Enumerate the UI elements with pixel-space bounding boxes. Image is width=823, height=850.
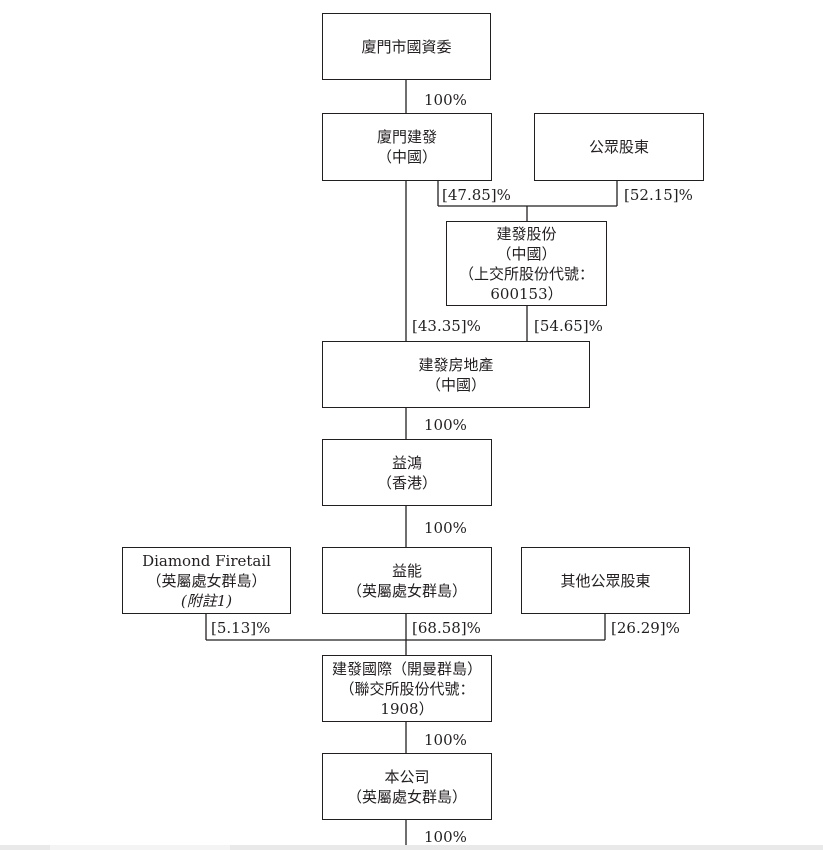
node-sublabel: （香港） [376,473,437,492]
node-sublabel: （中國） [425,375,486,394]
node-sublabel: （中國） [376,148,437,166]
node-label: 廈門建發 [376,128,437,146]
node-public-shareholders: 公眾股東 [534,113,704,181]
node-stock-code-label: （上交所股份代號： [458,264,594,283]
pct-shares-to-real-estate: [54.65]% [534,317,603,335]
node-label: 其他公眾股東 [560,571,651,590]
horizontal-scrollbar[interactable] [0,845,823,850]
pct-other-to-intl: [26.29]% [611,619,680,637]
pct-public-to-shares: [52.15]% [624,186,693,204]
node-sublabel: （英屬處女群島） [146,571,267,590]
node-stock-code: 600153） [490,284,563,303]
node-cd-real-estate: 建發房地產 （中國） [322,341,590,408]
node-sublabel: （英屬處女群島） [346,581,467,600]
node-company: 本公司 （英屬處女群島） [322,753,492,820]
node-xiamen-sasac: 廈門市國資委 [322,13,491,80]
pct-cd-to-shares: [47.85]% [442,186,511,204]
node-label: 公眾股東 [588,138,649,156]
node-label: 益能 [391,561,422,580]
node-cd-shares: 建發股份 （中國） （上交所股份代號： 600153） [446,221,607,306]
pct-cd-to-real-estate: [43.35]% [412,317,481,335]
pct-diamond-to-intl: [5.13]% [211,619,271,637]
node-yineng: 益能 （英屬處女群島） [322,547,492,614]
node-xiamen-cd: 廈門建發 （中國） [322,113,492,181]
node-label: 廈門市國資委 [361,37,452,56]
pct-sasac-to-cd: 100% [424,91,467,109]
node-label: Diamond Firetail [142,551,271,570]
node-stock-code: 1908） [380,699,434,718]
node-stock-code-label: （聯交所股份代號： [339,679,475,698]
node-sublabel: （中國） [496,244,557,263]
scrollbar-thumb[interactable] [50,845,230,850]
pct-company-below: 100% [424,828,467,846]
node-diamond-firetail: Diamond Firetail （英屬處女群島） (附註1) [122,547,291,614]
node-label: 建發國際（開曼群島） [331,659,482,678]
node-sublabel: （英屬處女群島） [346,787,467,806]
node-yihong: 益鴻 （香港） [322,439,492,506]
node-note: (附註1) [180,591,233,610]
node-label: 建發房地產 [418,355,494,374]
pct-intl-to-company: 100% [424,731,467,749]
node-other-public: 其他公眾股東 [521,547,690,614]
node-cd-international: 建發國際（開曼群島） （聯交所股份代號： 1908） [322,655,492,722]
node-label: 本公司 [384,767,430,786]
node-label: 建發股份 [496,224,557,243]
node-label: 益鴻 [391,453,422,472]
pct-yihong-to-yineng: 100% [424,519,467,537]
pct-real-estate-to-yihong: 100% [424,416,467,434]
pct-yineng-to-intl: [68.58]% [412,619,481,637]
